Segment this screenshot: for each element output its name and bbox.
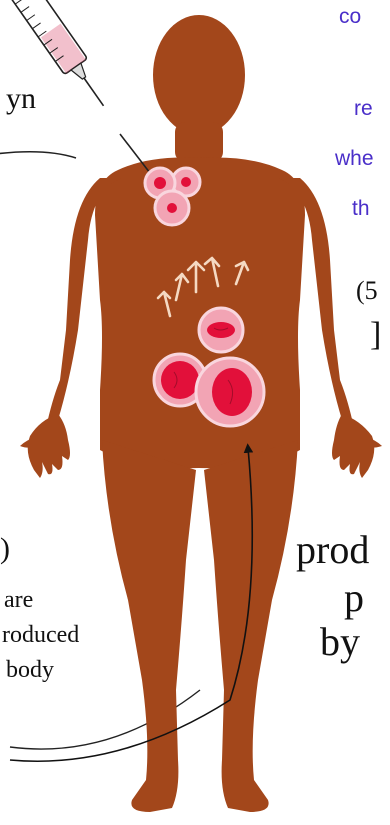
blue-text-top-1: co — [339, 6, 361, 27]
left-text-line-1: are — [4, 588, 33, 612]
big-text-line-1: prod — [296, 530, 369, 570]
bracket-right: ] — [370, 318, 381, 352]
step-label-right: (5 — [356, 278, 378, 304]
blue-text-top-4: th — [352, 198, 370, 219]
big-text-line-2: p — [344, 578, 364, 618]
human-body-silhouette — [20, 15, 382, 812]
left-step-paren: ) — [0, 534, 10, 564]
left-top-text: yn — [6, 84, 36, 114]
left-circle-arc — [0, 152, 76, 158]
blue-text-top-3: whe — [335, 148, 374, 169]
blue-text-top-2: re — [354, 98, 373, 119]
left-text-line-3: body — [6, 658, 54, 682]
big-text-line-3: by — [320, 622, 360, 662]
left-text-line-2: roduced — [2, 623, 79, 647]
